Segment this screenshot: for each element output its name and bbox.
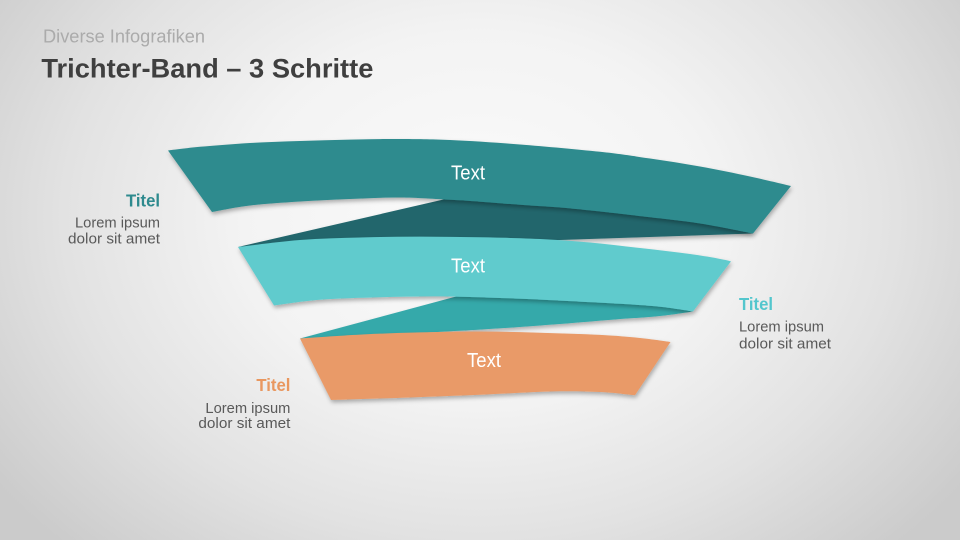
svg-text:Titel: Titel bbox=[256, 375, 290, 395]
svg-text:Lorem ipsum: Lorem ipsum bbox=[205, 400, 290, 417]
svg-text:dolor sit amet: dolor sit amet bbox=[739, 336, 832, 353]
svg-text:Lorem ipsum: Lorem ipsum bbox=[739, 319, 824, 336]
svg-text:Titel: Titel bbox=[126, 191, 160, 211]
svg-text:Text: Text bbox=[451, 162, 485, 184]
svg-text:Text: Text bbox=[451, 256, 485, 278]
svg-text:dolor sit amet: dolor sit amet bbox=[68, 231, 161, 248]
svg-text:Trichter-Band – 3 Schritte: Trichter-Band – 3 Schritte bbox=[41, 54, 373, 84]
svg-text:Diverse Infografiken: Diverse Infografiken bbox=[43, 25, 205, 46]
svg-text:dolor sit amet: dolor sit amet bbox=[198, 415, 291, 432]
svg-text:Text: Text bbox=[467, 350, 501, 372]
svg-text:Titel: Titel bbox=[739, 294, 773, 314]
svg-text:Lorem ipsum: Lorem ipsum bbox=[75, 215, 160, 232]
